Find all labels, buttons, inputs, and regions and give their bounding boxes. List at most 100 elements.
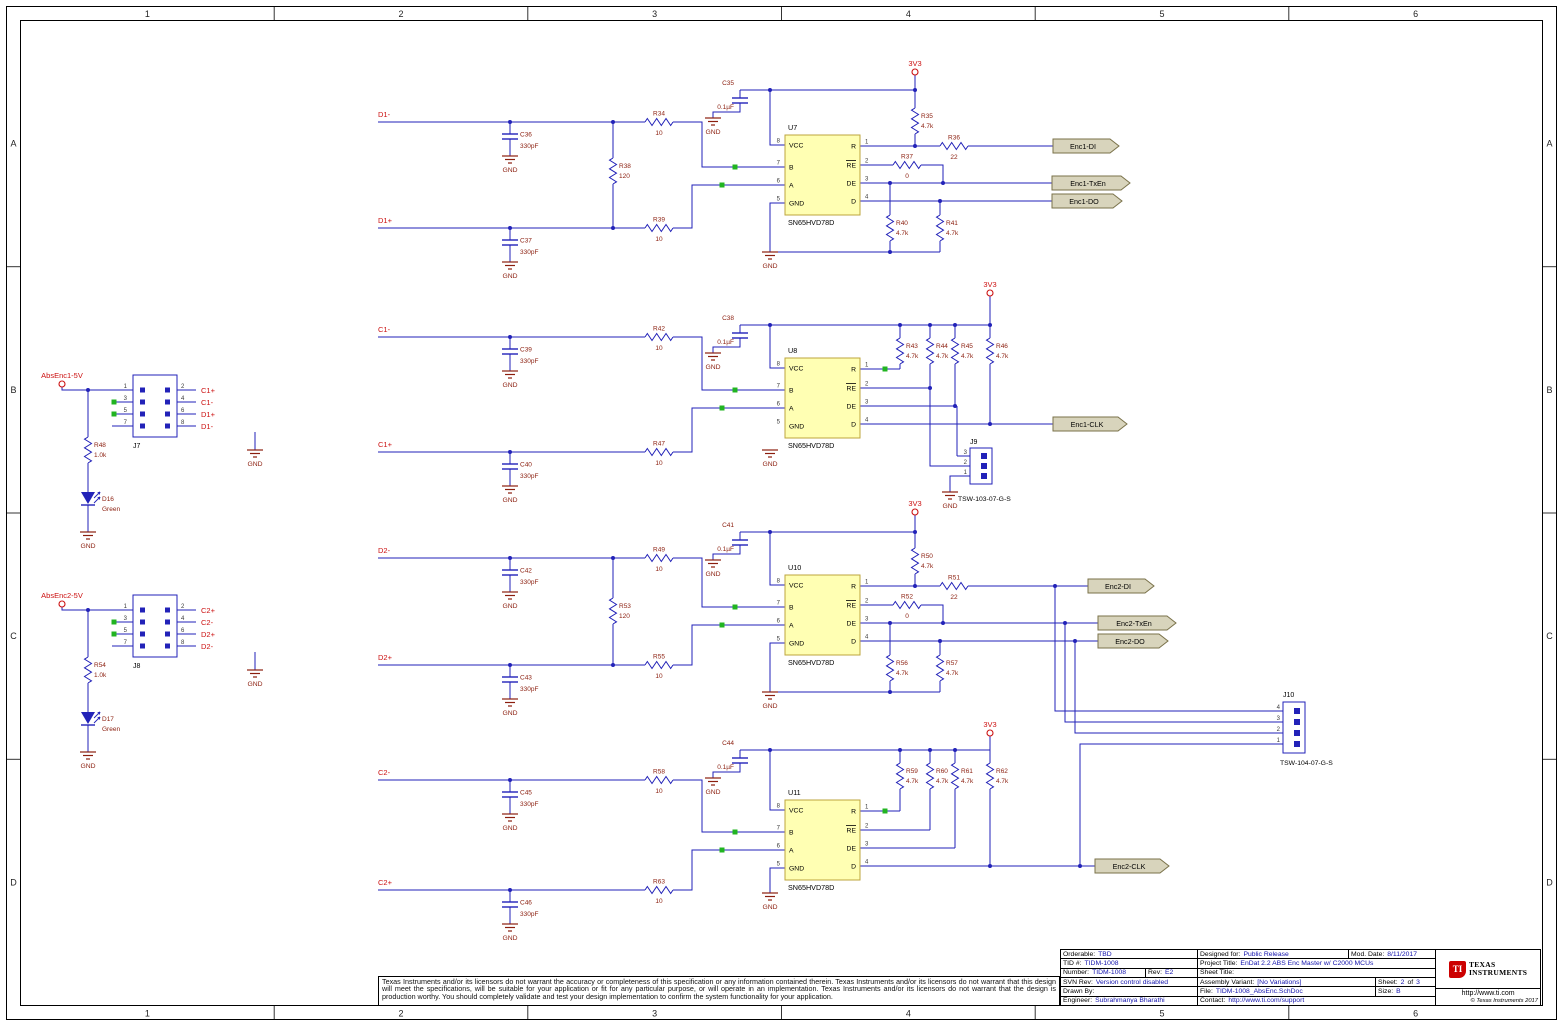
power-circle: [986, 289, 994, 297]
junction-dot: [938, 199, 942, 203]
gnd-symbol: GND: [705, 352, 721, 371]
pin-name: RE: [847, 163, 857, 170]
pin-number: 5: [777, 197, 781, 203]
pin-name: VCC: [789, 808, 803, 815]
tb-size-value: B: [1396, 987, 1401, 995]
no-erc-marker: [732, 829, 738, 835]
resistor-body: [644, 660, 674, 670]
junction-dot: [1063, 621, 1067, 625]
wires: [61, 75, 1270, 893]
tb-sheet-label: Sheet:: [1378, 978, 1398, 986]
tb-row-3: Number:TIDM-1008 Rev:E2 Sheet Title:: [1061, 968, 1436, 978]
components: R3410R3910R38120R354.7kR3622R370R404.7kR…: [41, 59, 1333, 942]
resistor-body: [892, 600, 922, 610]
gnd-label: GND: [502, 603, 517, 610]
gnd-symbol: GND: [762, 251, 778, 270]
designator: R53: [619, 603, 631, 610]
value: 4.7k: [906, 353, 919, 360]
value: 22: [950, 154, 958, 161]
ti-url-link[interactable]: http://www.ti.com: [1436, 988, 1540, 998]
wire: [673, 336, 785, 391]
resistor-body: [644, 885, 674, 895]
grid-row-label: A: [10, 139, 16, 149]
net-label-D1+: D1+: [378, 216, 393, 225]
junction-dot: [938, 639, 942, 643]
pin-name: VCC: [789, 366, 803, 373]
tb-project-value: EnDat 2.2 ABS Enc Master w/ C2000 MCUs: [1240, 959, 1374, 967]
resistor-body: [83, 656, 93, 684]
ti-copyright: © Texas Instruments 2017: [1470, 998, 1538, 1004]
net-label-D1+: D1+: [201, 410, 216, 419]
value: 120: [619, 613, 630, 620]
pin-name: B: [789, 830, 794, 837]
gnd-label: GND: [705, 129, 720, 136]
pin-number: 2: [865, 159, 869, 165]
gnd-symbol: GND: [502, 370, 518, 389]
wire: [61, 387, 133, 391]
pin-number: 6: [777, 179, 781, 185]
grid-col-label: 3: [652, 1009, 657, 1019]
junction-dot: [953, 748, 957, 752]
pin-pad: [165, 619, 170, 625]
junction-dot: [913, 584, 917, 588]
pin-number: 4: [865, 860, 869, 866]
pin-number: 4: [1277, 705, 1281, 711]
pin-number: 3: [865, 842, 869, 848]
wire: [61, 607, 133, 611]
tb-contact-link[interactable]: http://www.ti.com/support: [1228, 997, 1305, 1005]
tb-file-value: TIDM-1008_AbsEnc.SchDoc: [1215, 987, 1303, 995]
wire: [921, 604, 944, 623]
tb-tid-value: TIDM-1008: [1084, 959, 1119, 967]
led-triangle: [81, 712, 95, 724]
no-erc-marker: [111, 411, 117, 417]
junction-dot: [508, 120, 512, 124]
inner-border: [20, 20, 1543, 1006]
gnd-label: GND: [705, 364, 720, 371]
resistor-body: [644, 553, 674, 563]
junction-dot: [988, 864, 992, 868]
junction-dot: [888, 181, 892, 185]
designator: C40: [520, 462, 532, 469]
value: 330pF: [520, 579, 538, 586]
ic-part-number: SN65HVD78D: [788, 218, 834, 227]
pin-number: 8: [777, 139, 781, 145]
gnd-symbol: GND: [762, 691, 778, 710]
junction-dot: [898, 323, 902, 327]
gnd-label: GND: [247, 681, 262, 688]
pin-name: GND: [789, 424, 804, 431]
resistor-body: [608, 157, 618, 185]
junction-dot: [508, 226, 512, 230]
wire: [673, 849, 785, 891]
junction-dot: [768, 88, 772, 92]
led-arrow: [93, 491, 101, 499]
pin-name: A: [789, 848, 794, 855]
grid-col-label: 4: [906, 1009, 911, 1019]
pin-name: R: [851, 809, 856, 816]
pin-pad: [165, 423, 170, 429]
designator: R41: [946, 220, 958, 227]
port-Enc2-DO: Enc2-DO: [1097, 633, 1169, 649]
no-erc-marker: [732, 164, 738, 170]
pin-number: 3: [865, 400, 869, 406]
resistor-body: [885, 214, 895, 242]
tb-orderable: Orderable:TBD: [1061, 950, 1198, 959]
tb-row-5: Drawn By: File:TIDM-1008_AbsEnc.SchDoc S…: [1061, 987, 1436, 997]
resistor-body: [644, 332, 674, 342]
resistor-body: [925, 762, 935, 790]
grid-row-label: C: [1546, 631, 1553, 641]
pin-name: D: [851, 199, 856, 206]
port-Enc2-TxEn: Enc2-TxEn: [1097, 615, 1177, 631]
value: 10: [655, 130, 663, 137]
pin-name: RE: [847, 386, 857, 393]
resistor-body: [83, 436, 93, 464]
junction-dot: [508, 450, 512, 454]
value: 4.7k: [936, 778, 949, 785]
pin-number: 8: [181, 640, 185, 646]
